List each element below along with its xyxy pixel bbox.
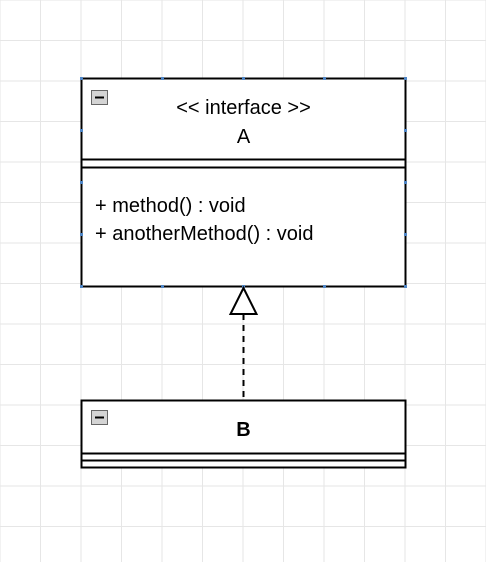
interface-class-a[interactable]: << interface >> A + method() : void + an… — [80, 77, 407, 288]
class-a-stereotype: << interface >> — [176, 97, 311, 119]
collapse-toggle-icon[interactable] — [91, 410, 108, 425]
hollow-arrowhead-icon — [228, 285, 259, 315]
class-b-box[interactable] — [80, 399, 407, 469]
class-b-name: B — [236, 419, 250, 441]
class-a-name: A — [237, 126, 251, 148]
realization-edge[interactable] — [228, 285, 259, 400]
collapse-toggle-icon[interactable] — [91, 90, 108, 105]
class-b[interactable]: B — [80, 399, 407, 469]
selection-handles[interactable] — [80, 77, 407, 288]
class-a-method-1[interactable]: + method() : void — [95, 195, 246, 217]
class-a-method-2[interactable]: + anotherMethod() : void — [95, 223, 313, 245]
